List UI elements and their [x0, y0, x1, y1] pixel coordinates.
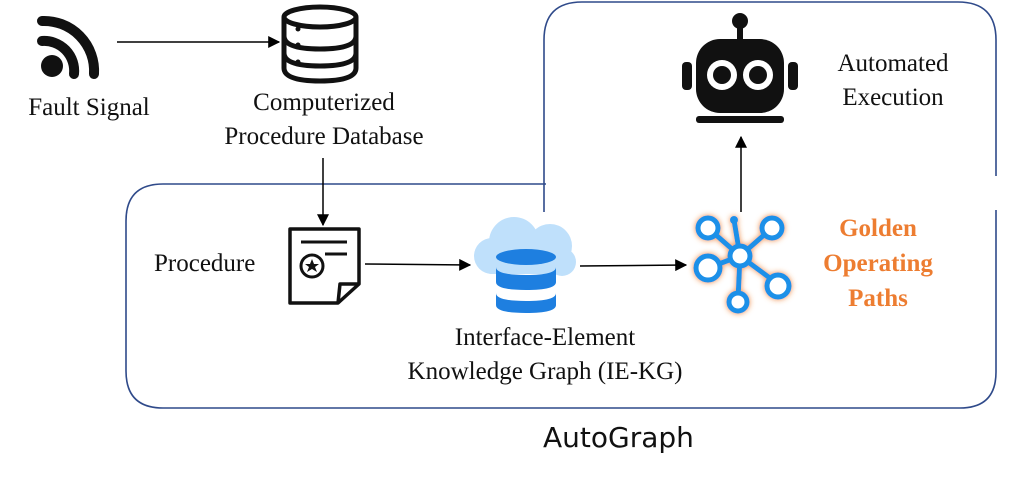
paths-label-line1: Golden — [839, 215, 917, 242]
procedure-text: Procedure — [154, 250, 256, 277]
paths-label-line2: Operating — [823, 250, 933, 277]
execution-frame — [543, 1, 997, 212]
frames — [125, 1, 997, 409]
execution-label-line2: Execution — [842, 84, 944, 111]
database-label: Computerized Procedure Database — [194, 86, 454, 154]
iekg-label: Interface-Element Knowledge Graph (IE-KG… — [370, 321, 720, 389]
fault-signal-label: Fault Signal — [14, 91, 164, 125]
robot-icon — [682, 13, 798, 123]
arrow-iekg-to-paths — [579, 259, 688, 272]
cloud-database-icon — [474, 217, 576, 313]
database-label-line1: Computerized — [253, 89, 395, 116]
iekg-label-line2: Knowledge Graph (IE-KG) — [407, 358, 683, 385]
arrow-procedure-to-iekg — [364, 258, 472, 271]
golden-operating-paths-label: Golden Operating Paths — [800, 211, 956, 316]
automated-execution-label: Automated Execution — [818, 47, 968, 115]
network-graph-icon — [693, 215, 792, 314]
iekg-label-line1: Interface-Element — [454, 324, 636, 351]
autograph-frame — [125, 183, 997, 409]
wifi-signal-icon — [37, 15, 100, 79]
database-label-line2: Procedure Database — [224, 123, 424, 150]
fault-signal-text: Fault Signal — [28, 94, 150, 121]
execution-label-line1: Automated — [837, 50, 949, 77]
paths-label-line3: Paths — [848, 285, 908, 312]
procedure-label: Procedure — [154, 247, 255, 281]
arrows — [117, 36, 747, 272]
document-certificate-icon — [288, 227, 361, 305]
diagram-title: AutoGraph — [543, 421, 694, 454]
database-icon — [281, 4, 359, 84]
